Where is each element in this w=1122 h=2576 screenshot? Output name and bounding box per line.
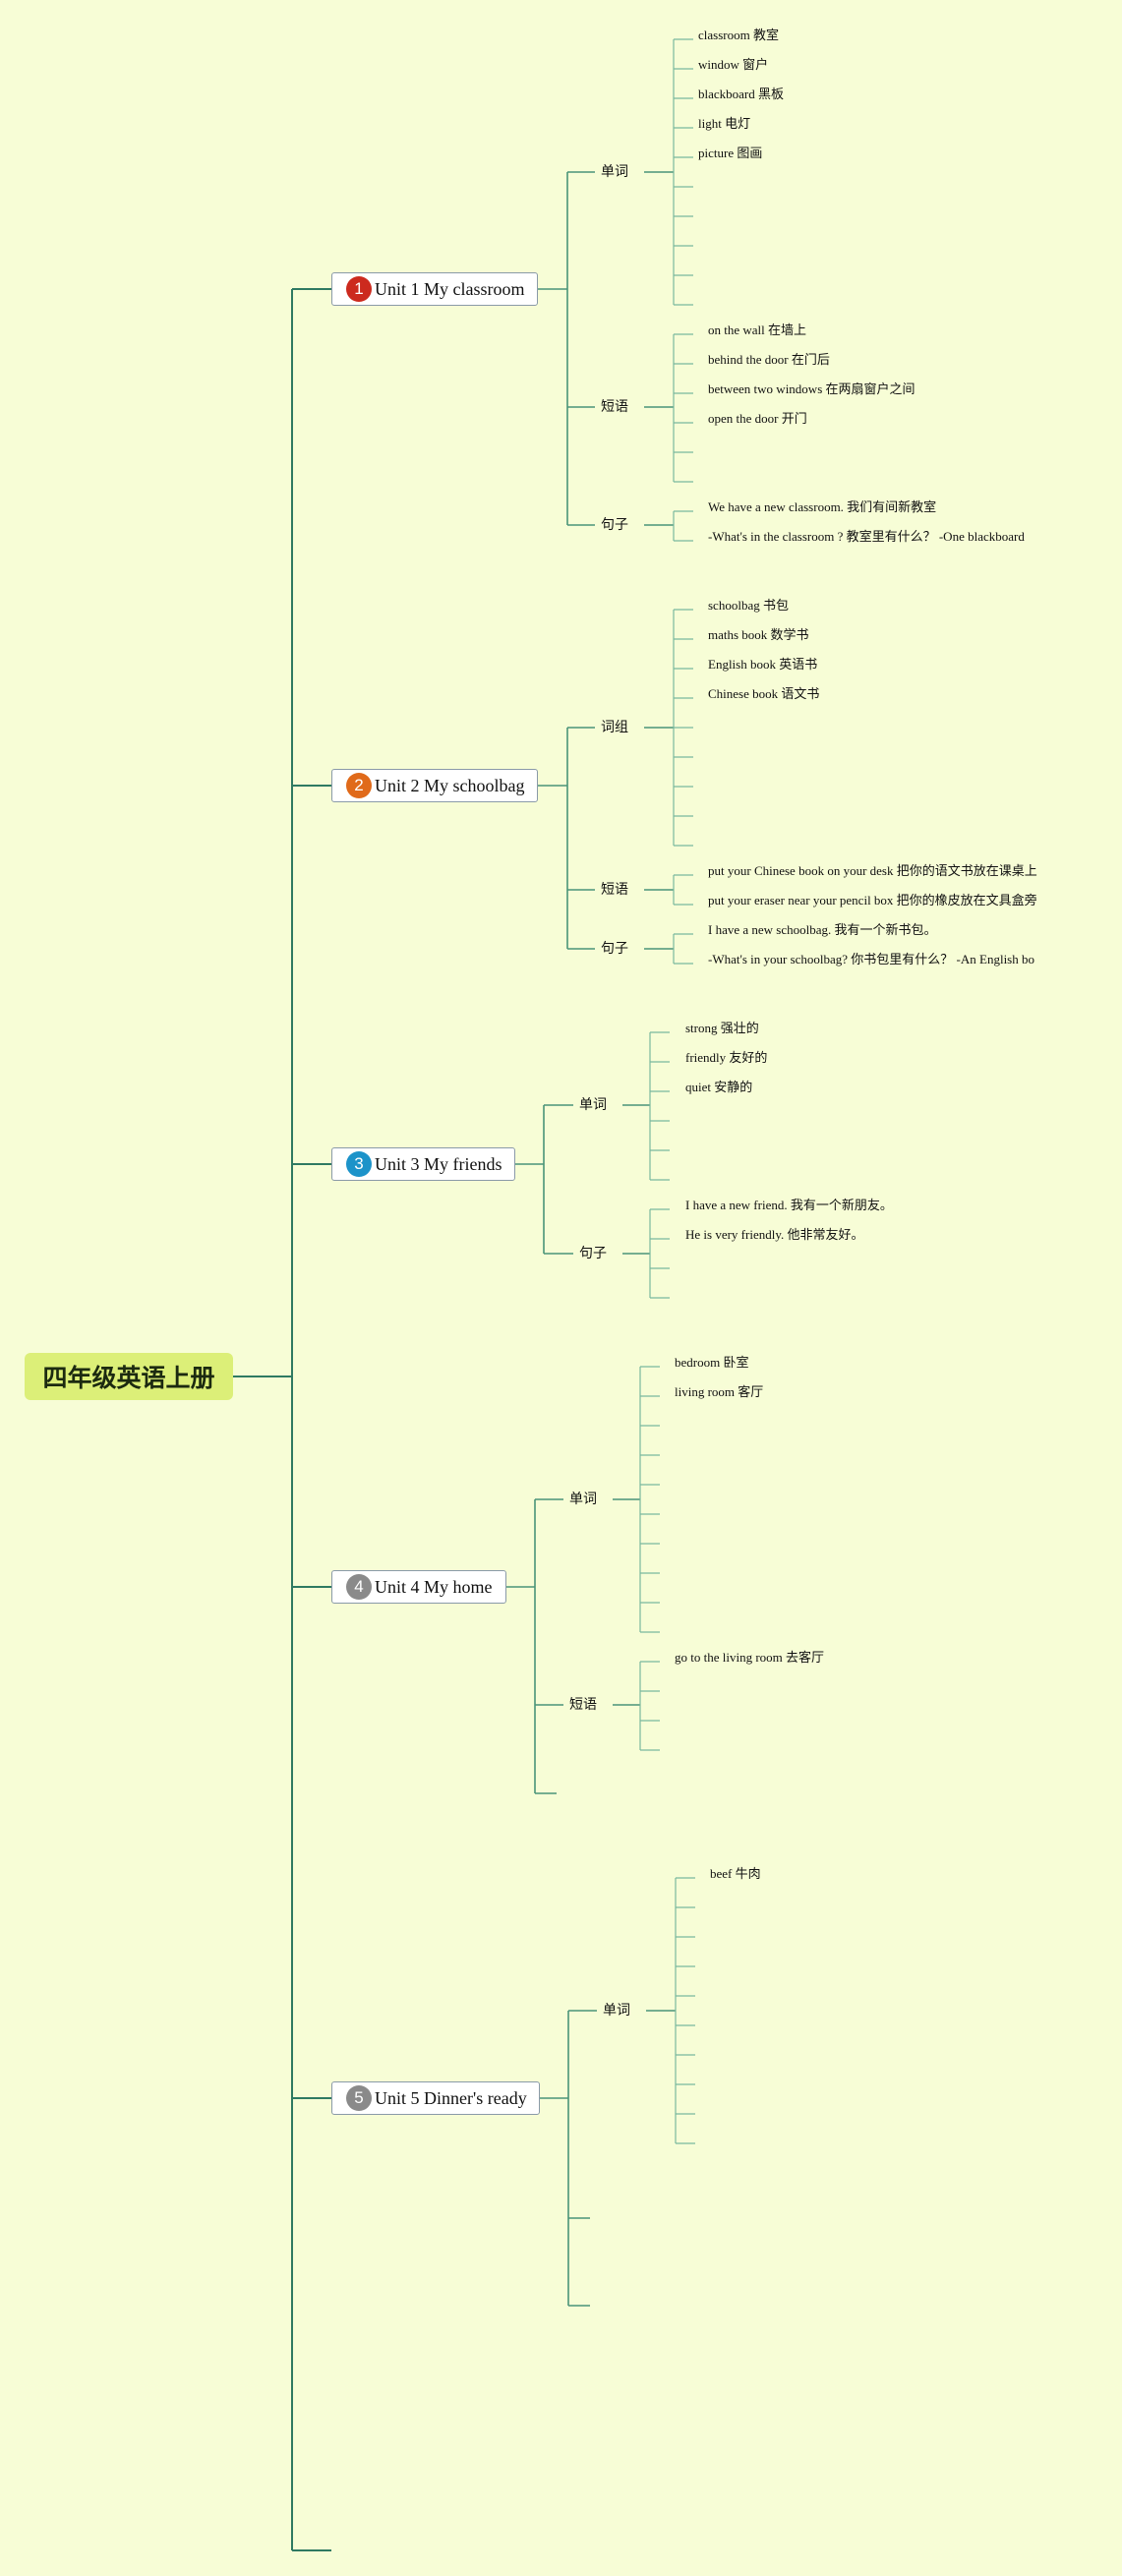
leaf-item[interactable]: window 窗户 — [698, 57, 769, 72]
section-label[interactable]: 单词 — [603, 2003, 630, 2019]
section-label[interactable]: 单词 — [579, 1097, 607, 1113]
unit-number-badge: 2 — [346, 773, 372, 798]
section-label[interactable]: 句子 — [601, 941, 628, 957]
leaf-item[interactable]: classroom 教室 — [698, 28, 779, 42]
leaf-item[interactable]: picture 图画 — [698, 146, 763, 160]
leaf-item[interactable]: maths book 数学书 — [708, 627, 809, 642]
section-label[interactable]: 单词 — [601, 164, 628, 180]
leaf-item[interactable]: strong 强壮的 — [685, 1021, 759, 1035]
section-label[interactable]: 句子 — [601, 517, 628, 533]
section-label[interactable]: 短语 — [601, 399, 628, 415]
unit-number-badge: 4 — [346, 1574, 372, 1600]
leaf-item[interactable]: I have a new friend. 我有一个新朋友。 — [685, 1198, 893, 1212]
section-label[interactable]: 单词 — [569, 1492, 597, 1507]
unit-number-badge: 5 — [346, 2085, 372, 2111]
leaf-item[interactable]: blackboard 黑板 — [698, 87, 785, 101]
unit-number-badge: 3 — [346, 1151, 372, 1177]
leaf-item[interactable]: Chinese book 语文书 — [708, 686, 820, 701]
unit-number-badge: 1 — [346, 276, 372, 302]
unit-title: Unit 2 My schoolbag — [375, 775, 525, 795]
leaf-item[interactable]: English book 英语书 — [708, 657, 818, 672]
leaf-item[interactable]: put your eraser near your pencil box 把你的… — [708, 893, 1037, 907]
leaf-item[interactable]: beef 牛肉 — [710, 1866, 761, 1881]
leaf-item[interactable]: -What's in your schoolbag? 你书包里有什么？ -An … — [708, 952, 1034, 966]
leaf-item[interactable]: quiet 安静的 — [685, 1080, 753, 1094]
leaf-item[interactable]: go to the living room 去客厅 — [675, 1650, 825, 1665]
leaf-item[interactable]: He is very friendly. 他非常友好。 — [685, 1227, 864, 1242]
unit-title: Unit 4 My home — [375, 1576, 493, 1597]
leaf-item[interactable]: between two windows 在两扇窗户之间 — [708, 381, 915, 396]
section-label[interactable]: 短语 — [601, 882, 628, 898]
leaf-item[interactable]: I have a new schoolbag. 我有一个新书包。 — [708, 922, 937, 937]
leaf-item[interactable]: bedroom 卧室 — [675, 1355, 749, 1370]
leaf-item[interactable]: put your Chinese book on your desk 把你的语文… — [708, 863, 1037, 878]
section-label[interactable]: 词组 — [601, 720, 628, 735]
unit-title: Unit 5 Dinner's ready — [375, 2087, 527, 2108]
leaf-item[interactable]: living room 客厅 — [675, 1384, 764, 1399]
unit-title: Unit 1 My classroom — [375, 278, 525, 299]
section-label[interactable]: 句子 — [579, 1246, 607, 1261]
leaf-item[interactable]: on the wall 在墙上 — [708, 322, 807, 337]
unit-title: Unit 3 My friends — [375, 1153, 502, 1174]
leaf-item[interactable]: friendly 友好的 — [685, 1050, 768, 1065]
leaf-item[interactable]: schoolbag 书包 — [708, 598, 789, 613]
leaf-item[interactable]: light 电灯 — [698, 116, 751, 131]
leaf-item[interactable]: -What's in the classroom ? 教室里有什么？ -One … — [708, 529, 1025, 544]
root-node[interactable]: 四年级英语上册 — [25, 1353, 233, 1400]
leaf-item[interactable]: behind the door 在门后 — [708, 352, 830, 367]
leaf-item[interactable]: We have a new classroom. 我们有间新教室 — [708, 499, 937, 514]
leaf-item[interactable]: open the door 开门 — [708, 411, 807, 426]
section-label[interactable]: 短语 — [569, 1697, 597, 1713]
